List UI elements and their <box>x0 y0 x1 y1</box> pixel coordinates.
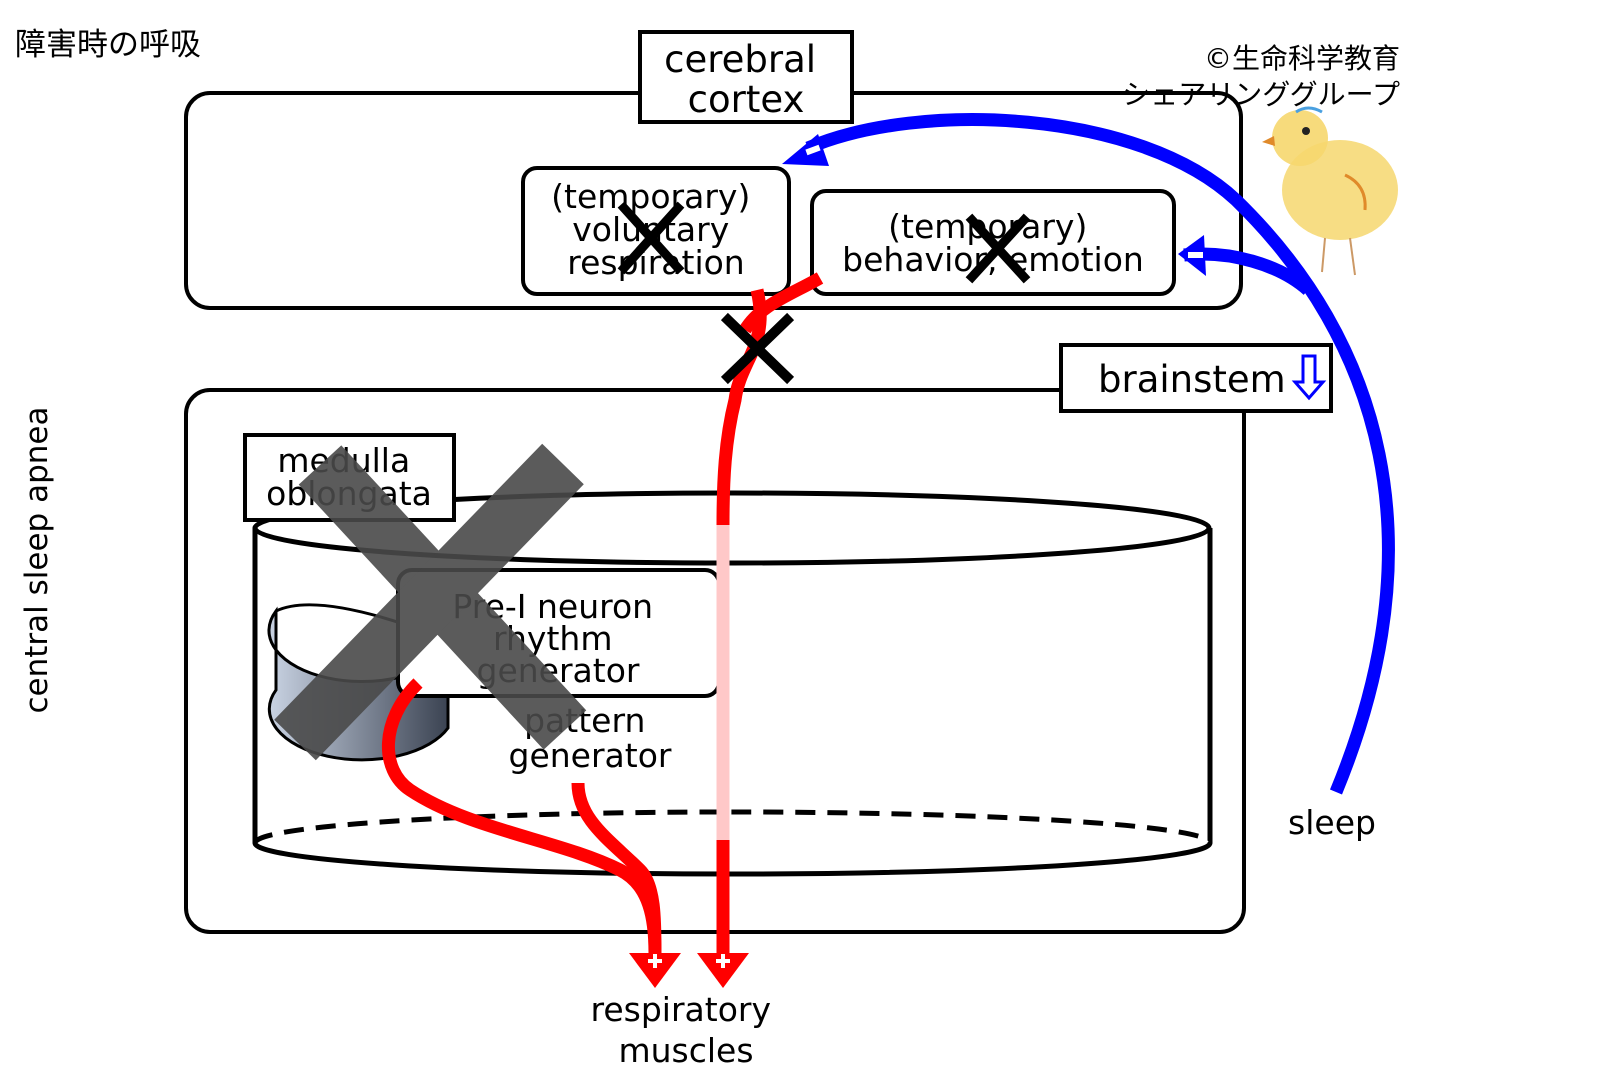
brainstem-label: brainstem <box>1098 358 1286 401</box>
copyright-line-1: ©生命科学教育 <box>1204 42 1400 75</box>
page-title: 障害時の呼吸 <box>15 27 201 63</box>
cross-icon <box>720 312 795 385</box>
chick-icon <box>1262 106 1398 276</box>
cross-icon <box>965 213 1031 284</box>
sleep-label: sleep <box>1288 803 1376 842</box>
brainstem-region <box>184 388 1246 934</box>
plus-icon <box>697 953 749 988</box>
condition-label: central sleep apnea <box>19 407 55 714</box>
cortex-label-box <box>638 30 854 124</box>
down-arrow-icon <box>1291 354 1327 401</box>
cross-icon <box>617 201 685 275</box>
minus-icon <box>782 134 829 166</box>
excitatory-pathways <box>382 272 824 954</box>
cortex-label: cerebral cortex <box>664 38 828 121</box>
large-cross-icon <box>274 443 587 761</box>
respiratory-muscles-label: respiratory muscles <box>591 990 782 1070</box>
plus-icon <box>629 953 681 988</box>
minus-icon <box>1178 235 1206 276</box>
brainstem-label-box <box>1059 343 1333 413</box>
